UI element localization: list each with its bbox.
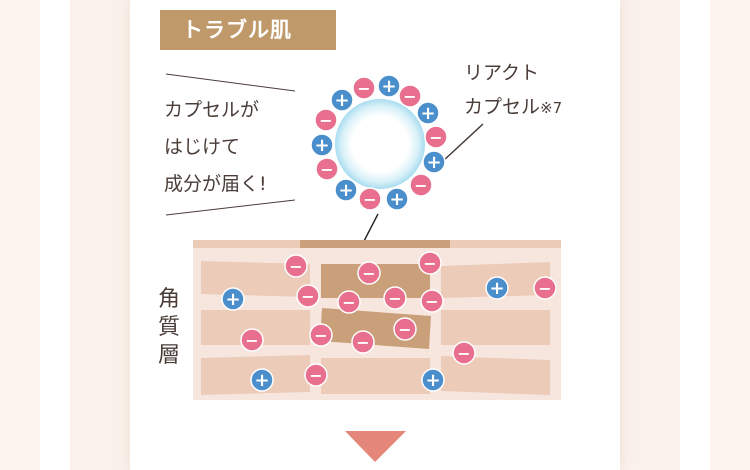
svg-text:+: + [389, 189, 404, 210]
minus-ion-icon: − [420, 289, 444, 313]
svg-text:+: + [381, 76, 396, 97]
minus-ion-icon: − [452, 341, 476, 365]
skin-cell [201, 261, 310, 297]
stratum-corneum-label: 角質層 [157, 287, 180, 368]
svg-text:+: + [420, 103, 435, 124]
svg-text:−: − [414, 176, 427, 195]
plus-ion-icon: + [485, 276, 509, 300]
svg-text:+: + [338, 180, 353, 201]
svg-text:−: − [363, 190, 376, 209]
svg-text:−: − [319, 111, 332, 130]
plus-ion-icon: + [377, 74, 401, 98]
leader-line [442, 123, 484, 162]
minus-ion-icon: − [304, 363, 328, 387]
svg-text:−: − [301, 287, 314, 306]
svg-text:+: + [425, 370, 440, 391]
minus-ion-icon: − [418, 251, 442, 275]
svg-text:−: − [314, 326, 327, 345]
svg-text:+: + [314, 135, 329, 156]
plus-ion-icon: + [221, 287, 245, 311]
svg-text:−: − [289, 257, 302, 276]
minus-ion-icon: − [314, 108, 338, 132]
background-band [70, 0, 130, 470]
background-band [0, 0, 40, 470]
svg-text:−: − [320, 160, 333, 179]
caption-line: カプセルが [164, 99, 260, 121]
svg-text:−: − [388, 289, 401, 308]
plus-ion-icon: + [310, 133, 334, 157]
bracket-line [165, 199, 296, 216]
svg-text:−: − [429, 128, 442, 147]
svg-text:+: + [334, 90, 349, 111]
svg-text:−: − [425, 292, 438, 311]
background-band [710, 0, 750, 470]
skin-cell [441, 356, 550, 395]
skin-surface-highlight [300, 240, 450, 248]
caption-line: 成分が届く! [164, 173, 267, 195]
minus-ion-icon: − [533, 276, 557, 300]
background-band [680, 0, 710, 470]
svg-text:−: − [342, 293, 355, 312]
svg-text:−: − [423, 254, 436, 273]
svg-text:−: − [356, 333, 369, 352]
minus-ion-icon: − [309, 323, 333, 347]
svg-text:+: + [225, 289, 240, 310]
minus-ion-icon: − [240, 328, 264, 352]
section-title: トラブル肌 [160, 10, 336, 50]
plus-ion-icon: + [250, 368, 274, 392]
svg-text:−: − [398, 320, 411, 339]
skin-cell [321, 358, 430, 394]
minus-ion-icon: − [315, 157, 339, 181]
minus-ion-icon: − [357, 261, 381, 285]
minus-ion-icon: − [393, 317, 417, 341]
minus-ion-icon: − [398, 84, 422, 108]
minus-ion-icon: − [296, 284, 320, 308]
capsule [335, 99, 425, 189]
svg-text:−: − [362, 264, 375, 283]
svg-text:+: + [489, 278, 504, 299]
down-arrow-icon [345, 431, 406, 462]
caption-line: はじけて [164, 136, 241, 158]
minus-ion-icon: − [351, 330, 375, 354]
plus-ion-icon: + [385, 187, 409, 211]
svg-text:−: − [538, 279, 551, 298]
capsule-name: カプセル※7 [464, 92, 562, 119]
svg-text:−: − [403, 87, 416, 106]
minus-ion-icon: − [409, 173, 433, 197]
bracket-line [165, 73, 296, 92]
svg-text:−: − [457, 344, 470, 363]
background-band [40, 0, 70, 470]
plus-ion-icon: + [334, 178, 358, 202]
minus-ion-icon: − [424, 125, 448, 149]
svg-text:−: − [309, 366, 322, 385]
minus-ion-icon: − [383, 286, 407, 310]
skin-cell [441, 310, 550, 345]
svg-text:+: + [254, 370, 269, 391]
plus-ion-icon: + [416, 101, 440, 125]
plus-ion-icon: + [330, 88, 354, 112]
plus-ion-icon: + [422, 150, 446, 174]
background-band [620, 0, 680, 470]
svg-text:−: − [357, 79, 370, 98]
footnote-mark: ※7 [540, 99, 563, 117]
minus-ion-icon: − [352, 76, 376, 100]
capsule-name: リアクト [464, 62, 540, 84]
minus-ion-icon: − [284, 254, 308, 278]
minus-ion-icon: − [358, 187, 382, 211]
minus-ion-icon: − [337, 290, 361, 314]
ion-group: +−+−+−+−+−+−+−−−−−−−−+−+−−−−−−++ [221, 74, 557, 392]
svg-text:−: − [245, 331, 258, 350]
plus-ion-icon: + [421, 368, 445, 392]
svg-text:+: + [426, 152, 441, 173]
capsule-name-text: カプセル [464, 96, 541, 118]
